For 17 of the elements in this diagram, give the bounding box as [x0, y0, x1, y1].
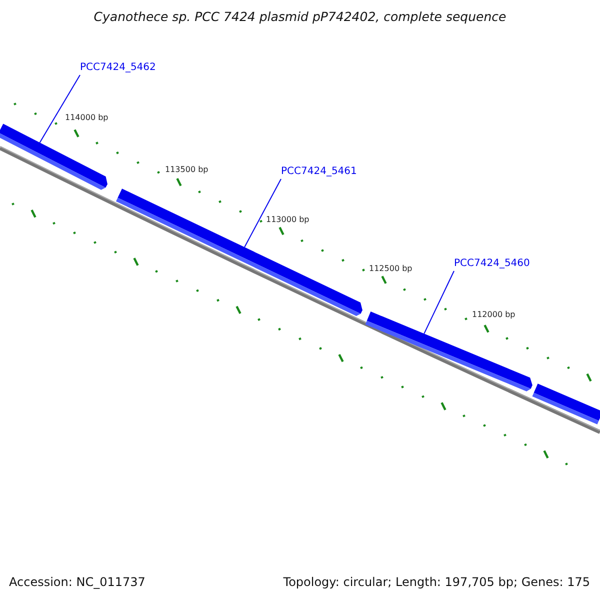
- gene-bar: [532, 384, 600, 424]
- sequence-info-text: Topology: circular; Length: 197,705 bp; Genes: 175: [283, 575, 590, 590]
- leader-line: [39, 74, 80, 144]
- gene-label: PCC7424_5460: [454, 258, 530, 270]
- gene-bar: [365, 312, 532, 392]
- accession-text: Accession: NC_011737: [9, 575, 146, 590]
- leader-line: [244, 178, 282, 248]
- tick-label: 114000 bp: [65, 113, 108, 123]
- gene-label: PCC7424_5462: [80, 62, 156, 74]
- gene-bar: [0, 124, 108, 190]
- leader-line: [424, 270, 454, 334]
- gene-bar: [116, 188, 362, 316]
- gene-label: PCC7424_5461: [281, 166, 357, 178]
- tick-label: 113000 bp: [266, 215, 310, 225]
- tick-label: 112000 bp: [472, 310, 516, 320]
- tick-label: 113500 bp: [165, 165, 208, 175]
- title: Cyanothece sp. PCC 7424 plasmid pP742402, complete sequence: [92, 9, 508, 24]
